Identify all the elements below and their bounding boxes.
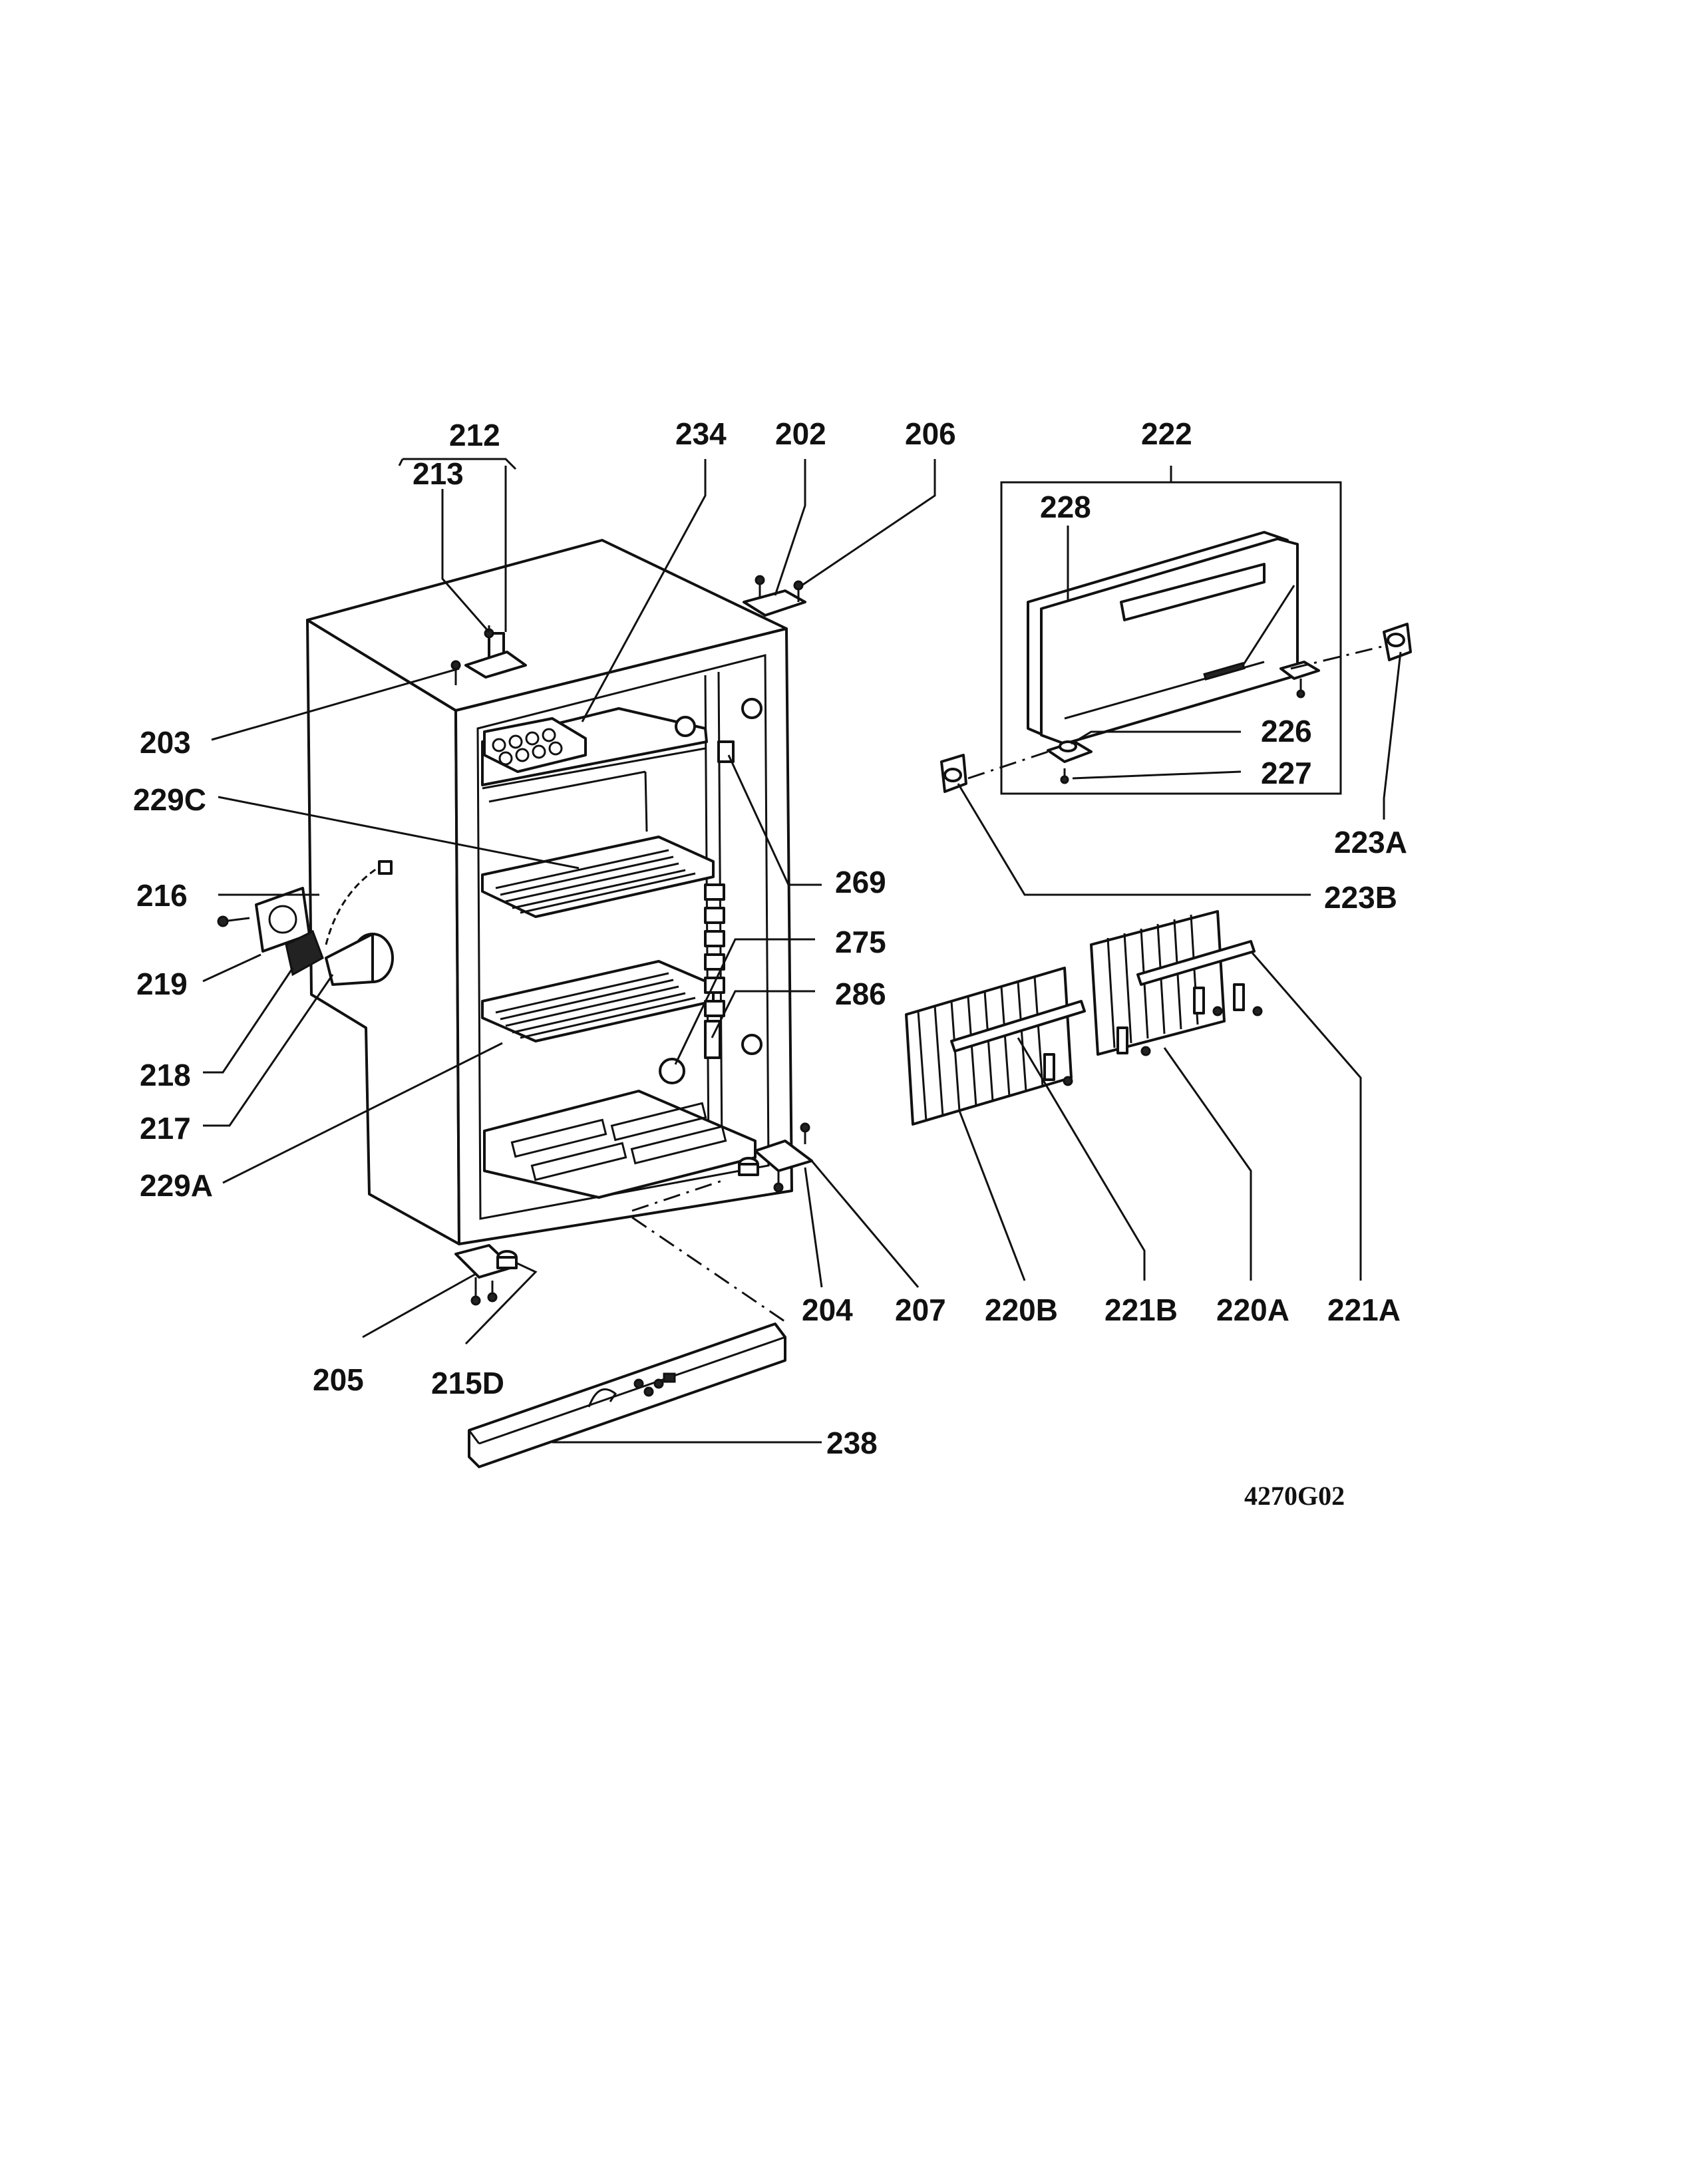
callout-222: 222	[1141, 416, 1192, 451]
callout-212: 212	[449, 418, 500, 452]
hinge-bracket-223B	[940, 754, 967, 793]
callout-220B: 220B	[985, 1293, 1058, 1327]
callout-275: 275	[835, 925, 886, 959]
kick-plate-grille	[468, 1323, 786, 1468]
kick-plate-dash-line-2	[631, 1216, 789, 1325]
bottom-right-hinge	[738, 1122, 813, 1193]
freezer-door-hinge-right	[1279, 661, 1320, 699]
ice-cube-tray	[483, 717, 587, 773]
freezer-door-hinge-226	[1047, 740, 1093, 784]
kick-plate-dash-line	[631, 1179, 723, 1212]
callout-215D: 215D	[431, 1366, 504, 1400]
callout-226: 226	[1261, 714, 1312, 748]
upper-wire-shelf	[481, 836, 715, 918]
callout-269: 269	[835, 865, 886, 899]
callout-205: 205	[313, 1362, 364, 1397]
top-hinge-assembly	[450, 625, 527, 685]
callout-218: 218	[140, 1058, 191, 1092]
callout-207: 207	[895, 1293, 946, 1327]
leader-lines	[202, 458, 1402, 1444]
callout-234: 234	[675, 416, 727, 451]
callout-229C: 229C	[133, 782, 206, 817]
door-shelf-220B	[905, 967, 1073, 1126]
callout-221A: 221A	[1327, 1293, 1401, 1327]
hinge-axis-line-top	[1290, 644, 1388, 670]
door-shelf-220A	[1090, 910, 1226, 1056]
callout-223A: 223A	[1334, 825, 1407, 859]
callout-219: 219	[136, 967, 188, 1001]
door-bar-221B	[950, 1000, 1086, 1086]
thermostat-control-assembly	[217, 860, 394, 986]
top-right-hinge	[743, 575, 806, 617]
door-bar-221A	[1116, 940, 1263, 1056]
callout-228: 228	[1040, 490, 1091, 524]
hinge-axis-line-bottom	[967, 750, 1049, 780]
callout-229A: 229A	[140, 1168, 213, 1203]
middle-wire-shelf	[481, 960, 715, 1042]
callout-227: 227	[1261, 756, 1312, 790]
callout-labels: 212 213 234 202 206 222 228 203 226 227 …	[133, 416, 1407, 1511]
bottom-compartment-floor	[483, 1090, 757, 1199]
callout-216: 216	[136, 878, 188, 913]
shelf-support-ridges	[704, 883, 725, 1017]
callout-204: 204	[802, 1293, 853, 1327]
callout-217: 217	[140, 1111, 191, 1146]
callout-223B: 223B	[1324, 880, 1397, 915]
callout-213: 213	[413, 456, 464, 491]
callout-202: 202	[775, 416, 826, 451]
freezer-door	[1027, 531, 1299, 745]
callout-220A: 220A	[1216, 1293, 1289, 1327]
hinge-bracket-223A	[1383, 623, 1412, 661]
bottom-left-hinge	[454, 1244, 518, 1306]
refrigerator-cabinet	[306, 539, 793, 1245]
callout-221B: 221B	[1104, 1293, 1178, 1327]
callout-203: 203	[140, 725, 191, 760]
callout-206: 206	[905, 416, 956, 451]
drawing-code: 4270G02	[1244, 1481, 1345, 1511]
callout-238: 238	[826, 1426, 878, 1460]
callout-286: 286	[835, 977, 886, 1011]
